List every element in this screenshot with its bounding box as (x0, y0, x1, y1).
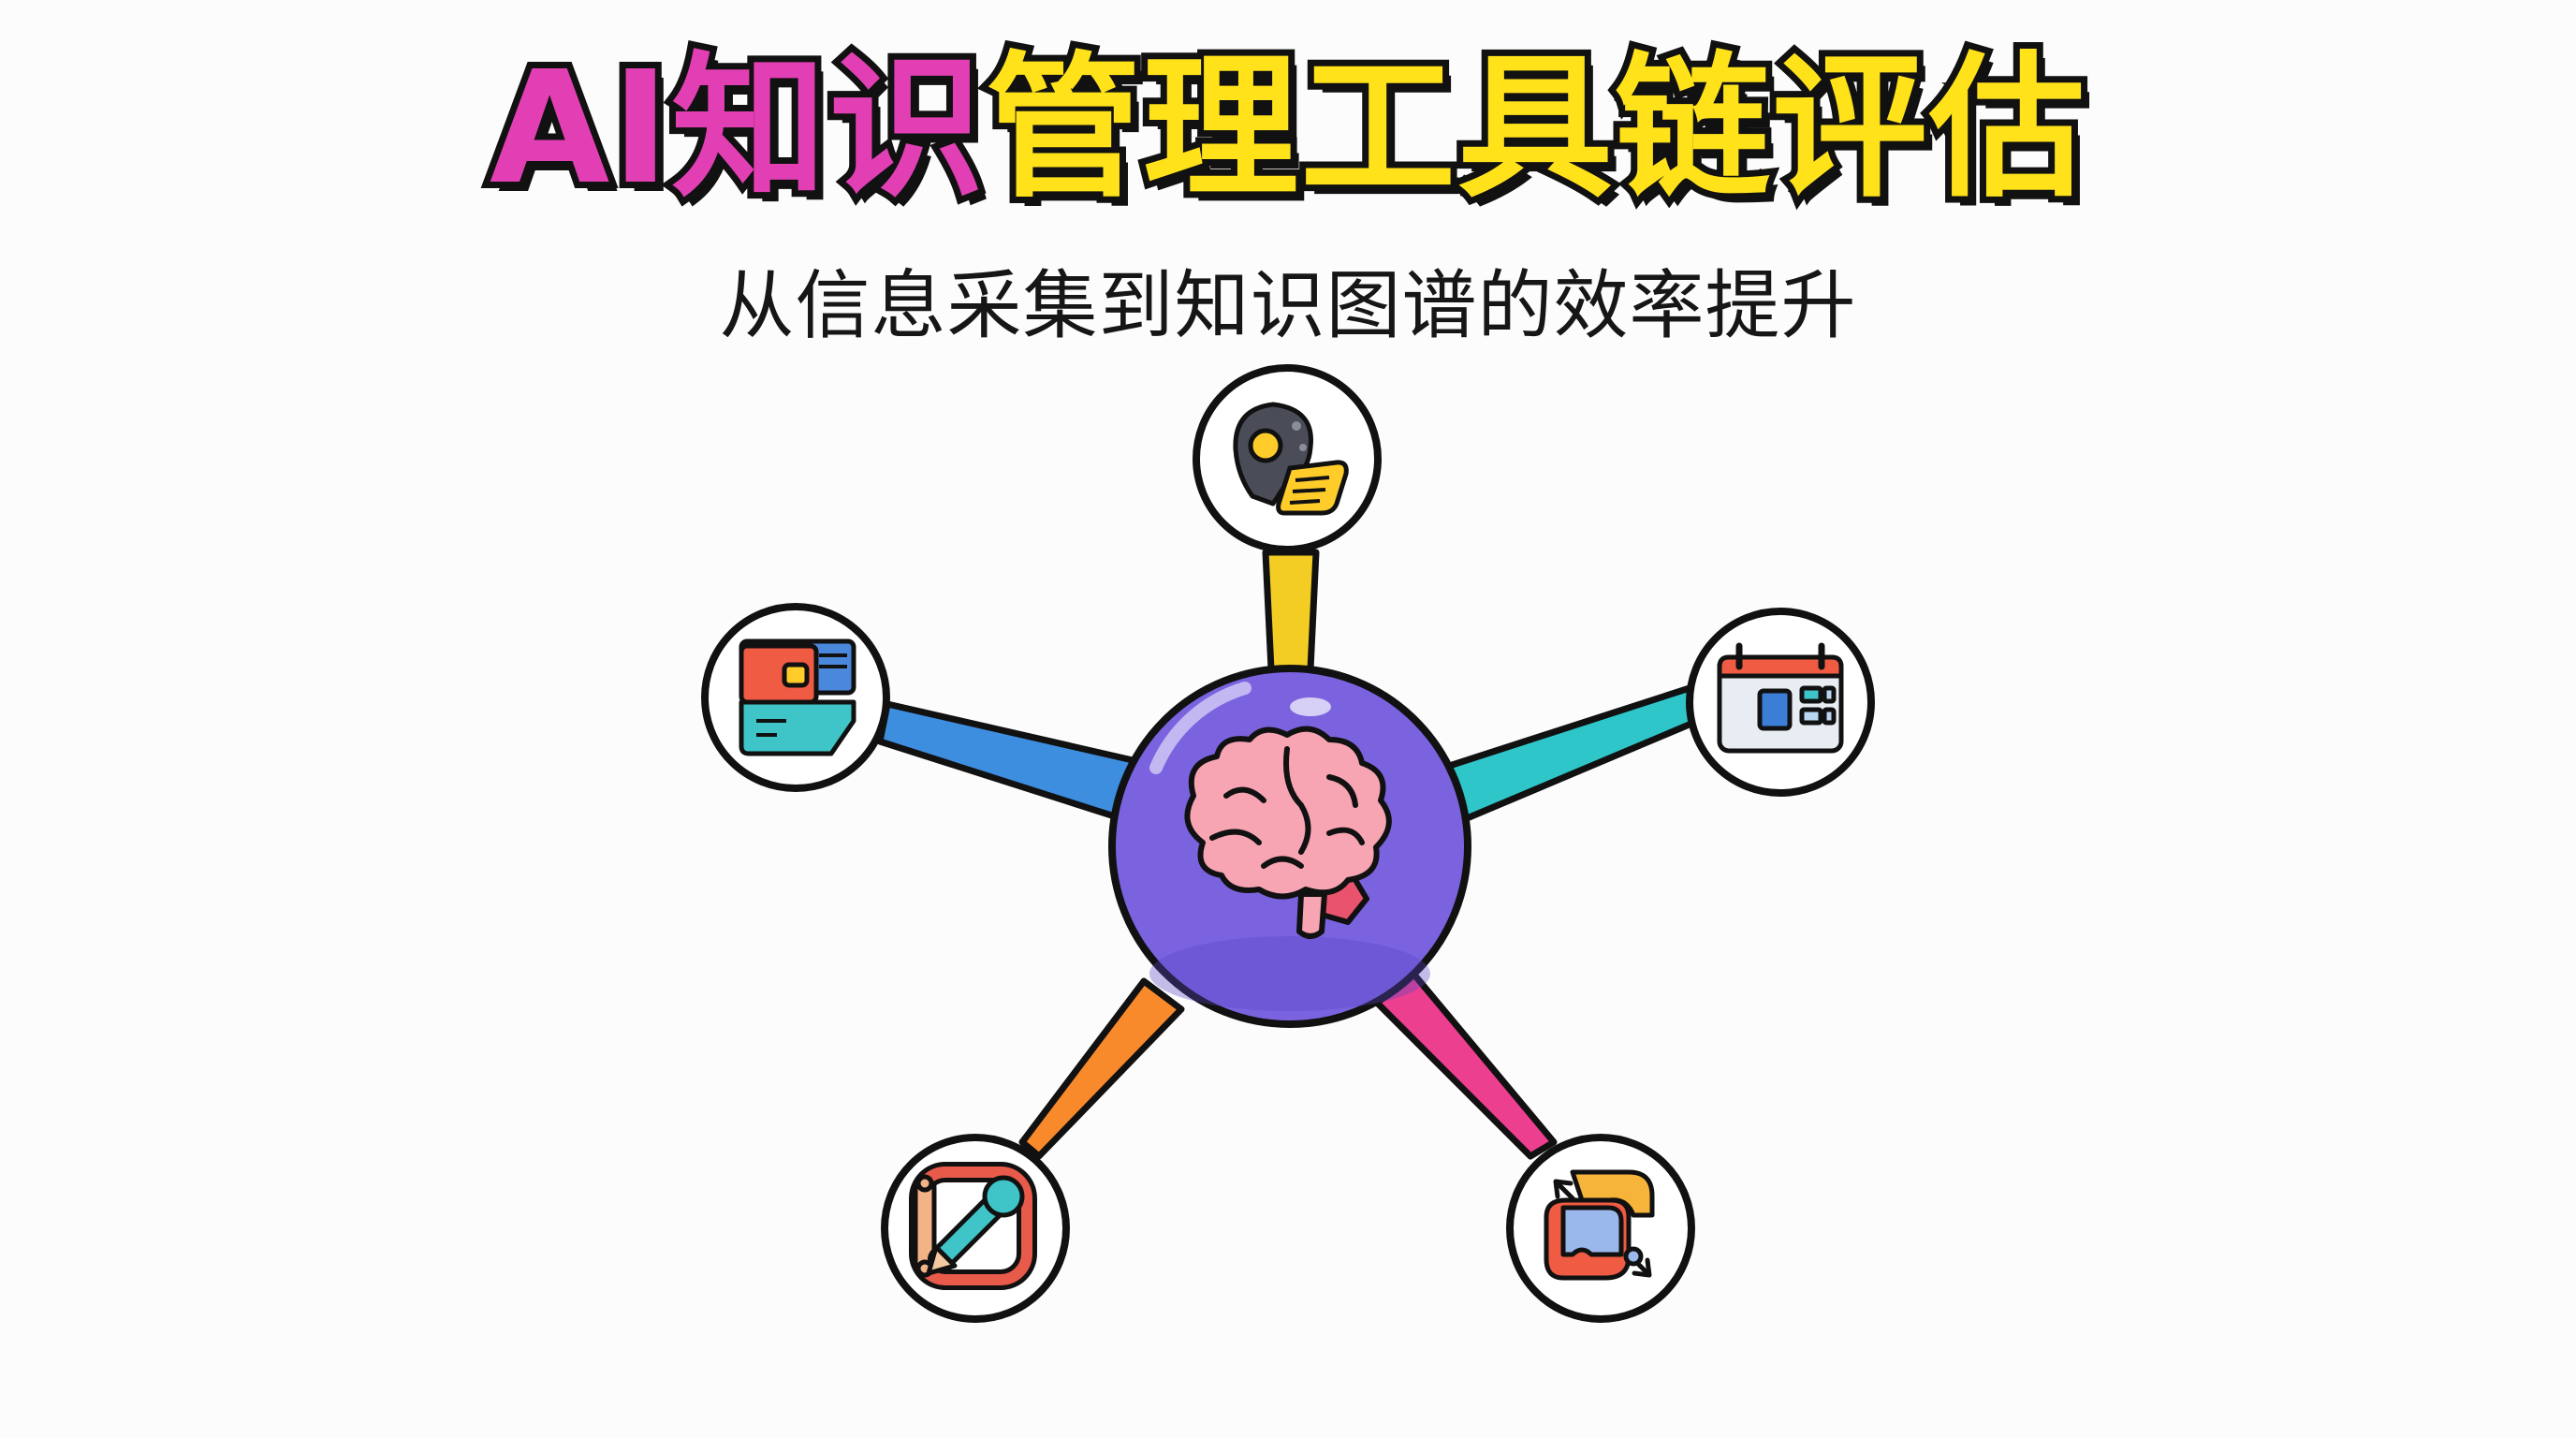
page-subtitle: 从信息采集到知识图谱的效率提升 (719, 262, 1857, 349)
node-top (1193, 364, 1382, 553)
node-right (1686, 608, 1875, 797)
calendar-icon (1717, 642, 1844, 754)
lightbulb-document-icon (1233, 402, 1349, 516)
node-bottom-left (881, 1134, 1070, 1323)
spoke-bottom-left (1018, 977, 1185, 1160)
pen-drawing-icon (909, 1162, 1037, 1290)
page-title: AI知识管理工具链评估 (0, 32, 2576, 226)
spoke-top (1262, 549, 1320, 673)
title-part-tool-chain: 管理工具链评估 (979, 32, 2091, 226)
puzzle-arrows-icon (1544, 1169, 1655, 1281)
node-bottom-right (1506, 1134, 1695, 1323)
spoke-left (876, 700, 1136, 823)
central-hub (1108, 665, 1471, 1028)
spoke-right (1434, 684, 1702, 828)
book-clipboard-icon (739, 638, 856, 756)
spoke-bottom-right (1372, 970, 1558, 1160)
brain-icon (1184, 726, 1392, 939)
node-left (701, 603, 890, 792)
title-part-ai-knowledge: AI知识 (483, 32, 990, 226)
